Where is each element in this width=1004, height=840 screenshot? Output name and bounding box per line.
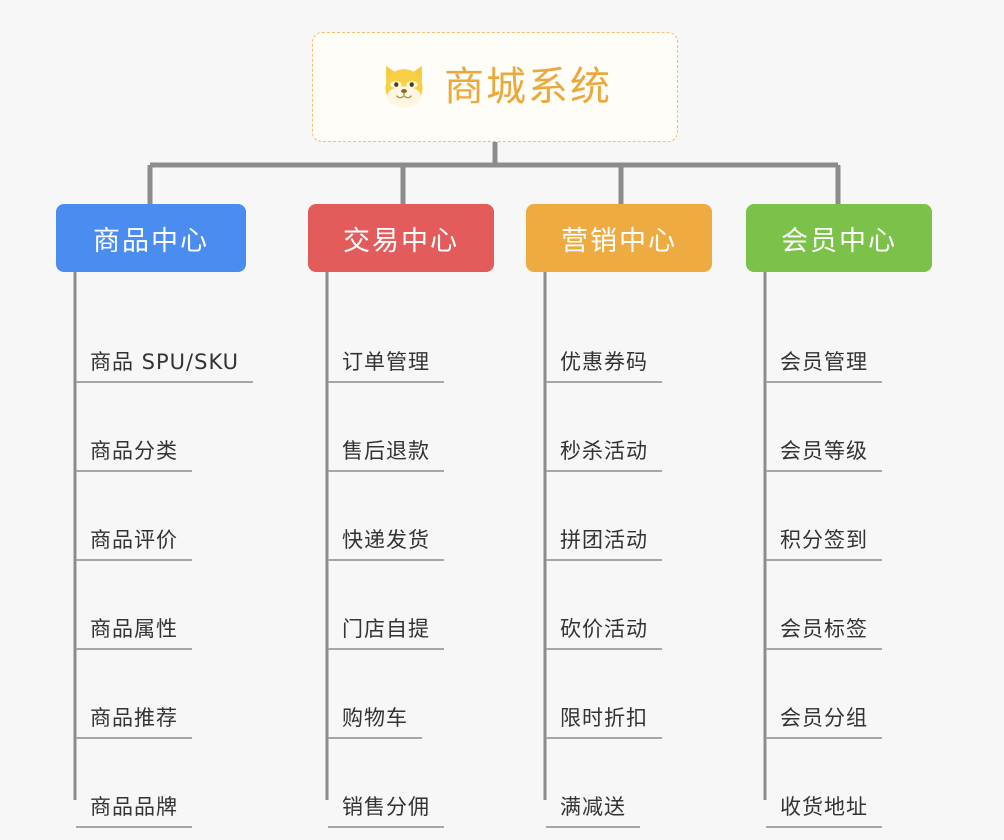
leaf-label: 会员管理 [766,350,882,383]
leaf-label: 会员标签 [766,617,882,650]
list-item[interactable]: 收货地址 [746,739,932,828]
list-item[interactable]: 优惠券码 [526,294,712,383]
category-header-product-center[interactable]: 商品中心 [56,204,246,272]
leaf-label: 优惠券码 [546,350,662,383]
list-item[interactable]: 会员标签 [746,561,932,650]
list-item[interactable]: 砍价活动 [526,561,712,650]
leaf-list-product-center: 商品 SPU/SKU 商品分类 商品评价 商品属性 商品推荐 商品品牌 [56,294,254,828]
leaf-label: 门店自提 [328,617,444,650]
leaf-label: 商品 SPU/SKU [76,350,254,383]
leaf-label: 商品属性 [76,617,192,650]
leaf-label: 商品推荐 [76,706,192,739]
root-node[interactable]: 商城系统 [312,32,678,142]
list-item[interactable]: 商品评价 [56,472,246,561]
category-title: 会员中心 [781,225,897,257]
leaf-label: 砍价活动 [546,617,662,650]
column-marketing-center: 营销中心 优惠券码 秒杀活动 拼团活动 砍价活动 限时折扣 满减送 [526,204,712,828]
list-item[interactable]: 售后退款 [308,383,494,472]
list-item[interactable]: 快递发货 [308,472,494,561]
list-item[interactable]: 会员管理 [746,294,932,383]
list-item[interactable]: 门店自提 [308,561,494,650]
list-item[interactable]: 积分签到 [746,472,932,561]
category-header-member-center[interactable]: 会员中心 [746,204,932,272]
list-item[interactable]: 购物车 [308,650,494,739]
leaf-label: 购物车 [328,706,422,739]
list-item[interactable]: 会员等级 [746,383,932,472]
leaf-label: 满减送 [546,795,640,828]
column-product-center: 商品中心 商品 SPU/SKU 商品分类 商品评价 商品属性 商品推荐 商品品牌 [56,204,254,828]
leaf-label: 拼团活动 [546,528,662,561]
list-item[interactable]: 商品分类 [56,383,246,472]
column-trade-center: 交易中心 订单管理 售后退款 快递发货 门店自提 购物车 销售分佣 [308,204,494,828]
list-item[interactable]: 商品推荐 [56,650,246,739]
leaf-label: 会员等级 [766,439,882,472]
list-item[interactable]: 满减送 [526,739,712,828]
list-item[interactable]: 销售分佣 [308,739,494,828]
shiba-dog-face-icon [385,65,423,108]
leaf-label: 积分签到 [766,528,882,561]
leaf-label: 销售分佣 [328,795,444,828]
category-title: 交易中心 [343,225,459,257]
list-item[interactable]: 拼团活动 [526,472,712,561]
leaf-list-trade-center: 订单管理 售后退款 快递发货 门店自提 购物车 销售分佣 [308,294,494,828]
category-title: 营销中心 [561,225,677,257]
list-item[interactable]: 会员分组 [746,650,932,739]
list-item[interactable]: 商品属性 [56,561,246,650]
leaf-label: 售后退款 [328,439,444,472]
leaf-label: 商品品牌 [76,795,192,828]
leaf-label: 快递发货 [328,528,444,561]
list-item[interactable]: 商品 SPU/SKU [56,294,254,383]
leaf-label: 商品评价 [76,528,192,561]
list-item[interactable]: 商品品牌 [56,739,246,828]
column-member-center: 会员中心 会员管理 会员等级 积分签到 会员标签 会员分组 收货地址 [746,204,932,828]
list-item[interactable]: 限时折扣 [526,650,712,739]
leaf-list-member-center: 会员管理 会员等级 积分签到 会员标签 会员分组 收货地址 [746,294,932,828]
leaf-label: 限时折扣 [546,706,662,739]
leaf-label: 收货地址 [766,795,882,828]
leaf-list-marketing-center: 优惠券码 秒杀活动 拼团活动 砍价活动 限时折扣 满减送 [526,294,712,828]
list-item[interactable]: 秒杀活动 [526,383,712,472]
leaf-label: 商品分类 [76,439,192,472]
category-header-trade-center[interactable]: 交易中心 [308,204,494,272]
leaf-label: 会员分组 [766,706,882,739]
root-title: 商城系统 [444,64,612,110]
list-item[interactable]: 订单管理 [308,294,494,383]
category-header-marketing-center[interactable]: 营销中心 [526,204,712,272]
category-title: 商品中心 [93,225,209,257]
leaf-label: 秒杀活动 [546,439,662,472]
leaf-label: 订单管理 [328,350,444,383]
